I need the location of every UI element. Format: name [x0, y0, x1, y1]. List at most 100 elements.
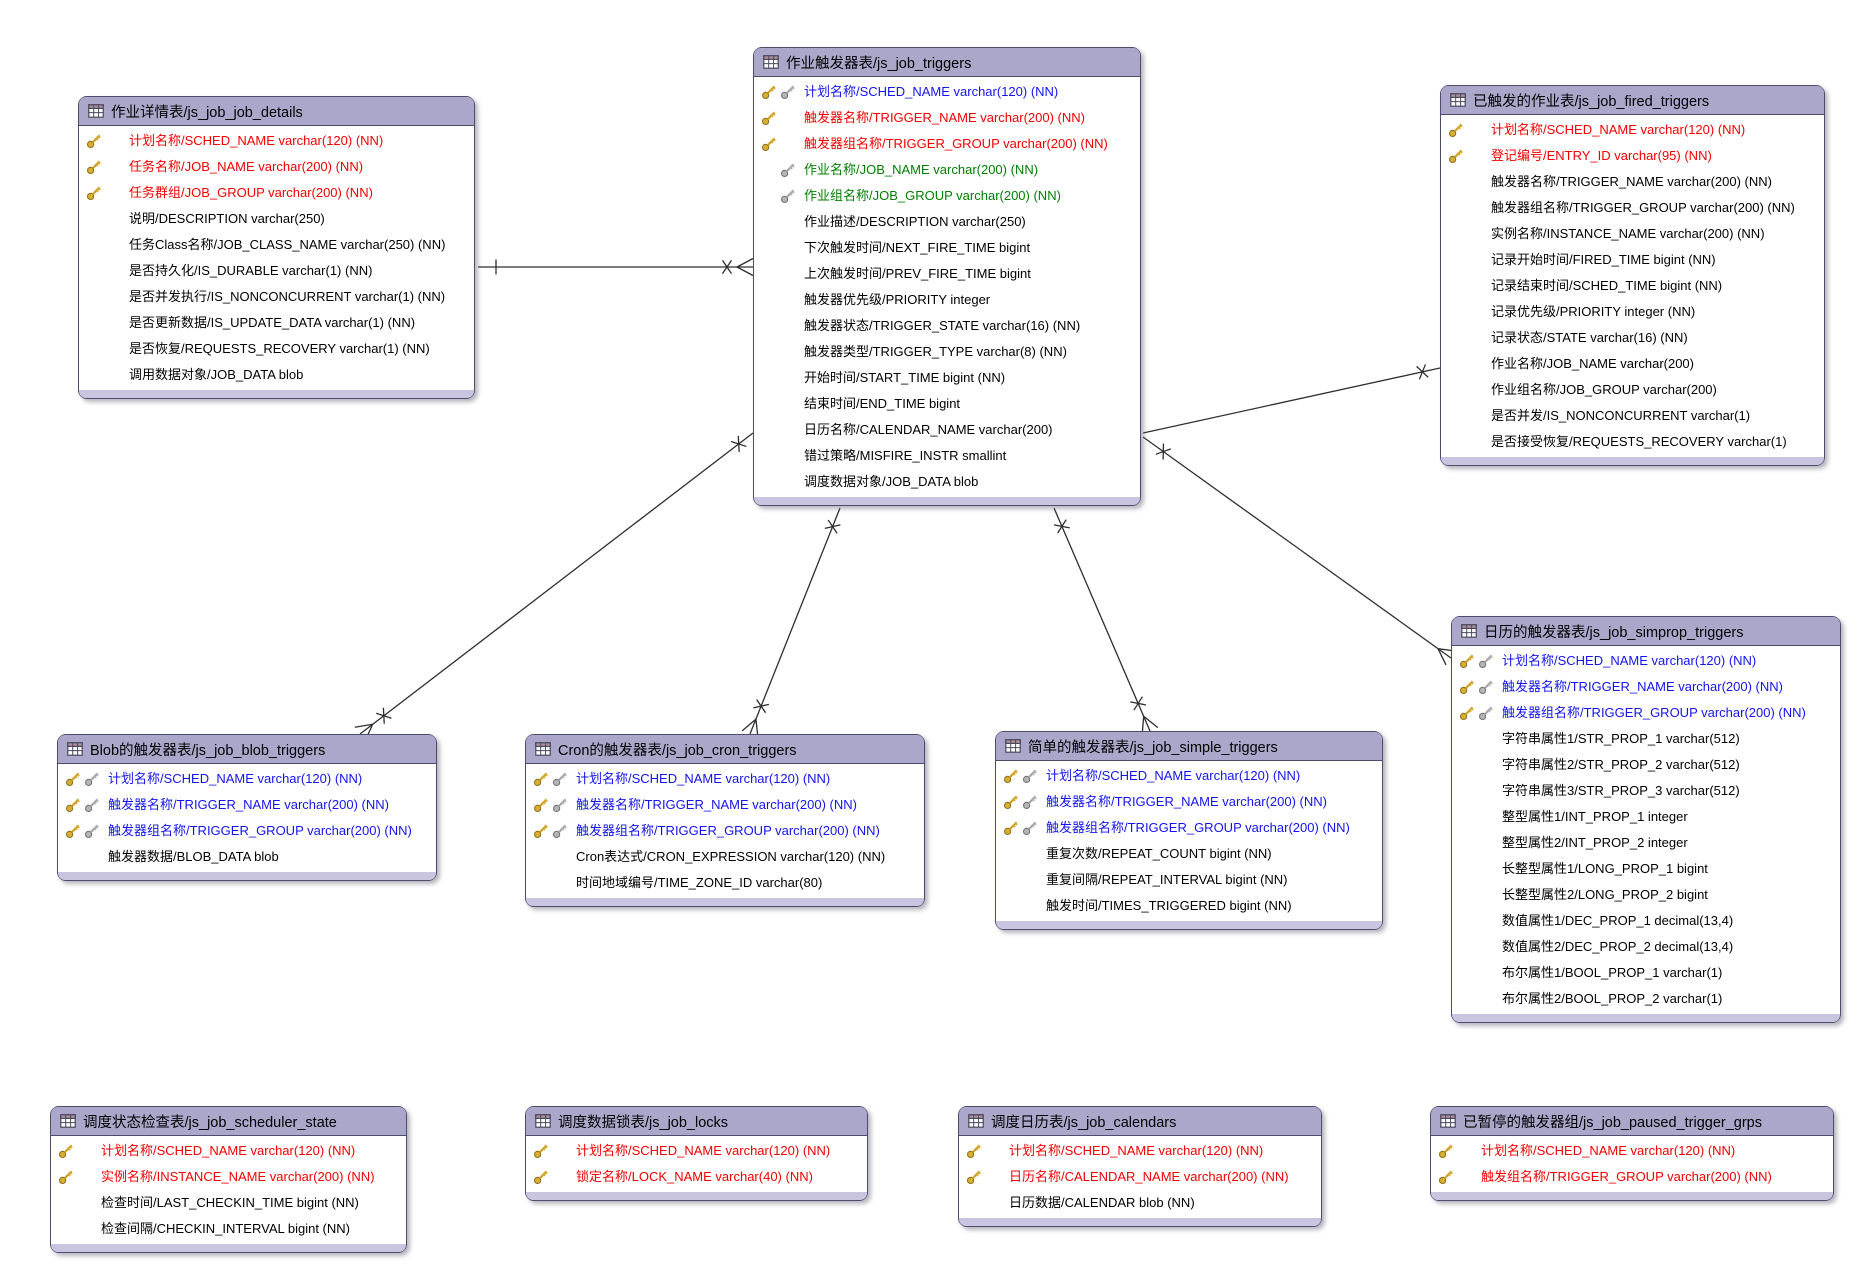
- table-field[interactable]: 调用数据对象/JOB_DATA blob: [79, 362, 474, 388]
- table-field[interactable]: 作业描述/DESCRIPTION varchar(250): [754, 209, 1140, 235]
- table-field[interactable]: 触发器名称/TRIGGER_NAME varchar(200) (NN): [526, 792, 924, 818]
- table-field[interactable]: 上次触发时间/PREV_FIRE_TIME bigint: [754, 261, 1140, 287]
- table-field[interactable]: 重复间隔/REPEAT_INTERVAL bigint (NN): [996, 867, 1382, 893]
- table-field[interactable]: 触发器名称/TRIGGER_NAME varchar(200) (NN): [58, 792, 436, 818]
- table-field[interactable]: 是否并发执行/IS_NONCONCURRENT varchar(1) (NN): [79, 284, 474, 310]
- table-field[interactable]: 开始时间/START_TIME bigint (NN): [754, 365, 1140, 391]
- table-field[interactable]: 记录开始时间/FIRED_TIME bigint (NN): [1441, 247, 1824, 273]
- table-field[interactable]: 作业名称/JOB_NAME varchar(200) (NN): [754, 157, 1140, 183]
- table-field[interactable]: 实例名称/INSTANCE_NAME varchar(200) (NN): [1441, 221, 1824, 247]
- table-field[interactable]: 触发器组名称/TRIGGER_GROUP varchar(200) (NN): [754, 131, 1140, 157]
- table-header-locks[interactable]: 调度数据锁表/js_job_locks: [526, 1107, 867, 1136]
- table-field[interactable]: 记录状态/STATE varchar(16) (NN): [1441, 325, 1824, 351]
- table-field[interactable]: 检查时间/LAST_CHECKIN_TIME bigint (NN): [51, 1190, 406, 1216]
- table-field[interactable]: 记录优先级/PRIORITY integer (NN): [1441, 299, 1824, 325]
- table-field[interactable]: 检查间隔/CHECKIN_INTERVAL bigint (NN): [51, 1216, 406, 1242]
- table-field[interactable]: 实例名称/INSTANCE_NAME varchar(200) (NN): [51, 1164, 406, 1190]
- table-header-triggers[interactable]: 作业触发器表/js_job_triggers: [754, 48, 1140, 77]
- table-field[interactable]: 调度数据对象/JOB_DATA blob: [754, 469, 1140, 495]
- table-field[interactable]: 计划名称/SCHED_NAME varchar(120) (NN): [1452, 648, 1840, 674]
- table-field[interactable]: 说明/DESCRIPTION varchar(250): [79, 206, 474, 232]
- table-field[interactable]: 触发器组名称/TRIGGER_GROUP varchar(200) (NN): [58, 818, 436, 844]
- table-field[interactable]: 触发器优先级/PRIORITY integer: [754, 287, 1140, 313]
- table-field[interactable]: 整型属性2/INT_PROP_2 integer: [1452, 830, 1840, 856]
- table-header-fired-triggers[interactable]: 已触发的作业表/js_job_fired_triggers: [1441, 86, 1824, 115]
- table-field[interactable]: 触发器组名称/TRIGGER_GROUP varchar(200) (NN): [1441, 195, 1824, 221]
- table-field[interactable]: 任务群组/JOB_GROUP varchar(200) (NN): [79, 180, 474, 206]
- table-header-calendars[interactable]: 调度日历表/js_job_calendars: [959, 1107, 1321, 1136]
- table-field[interactable]: 计划名称/SCHED_NAME varchar(120) (NN): [1441, 117, 1824, 143]
- table-field[interactable]: 触发器组名称/TRIGGER_GROUP varchar(200) (NN): [1452, 700, 1840, 726]
- table-header-paused-trigger-grps[interactable]: 已暂停的触发器组/js_job_paused_trigger_grps: [1431, 1107, 1833, 1136]
- table-field[interactable]: 计划名称/SCHED_NAME varchar(120) (NN): [1431, 1138, 1833, 1164]
- table-field[interactable]: 触发器名称/TRIGGER_NAME varchar(200) (NN): [754, 105, 1140, 131]
- table-field[interactable]: 是否接受恢复/REQUESTS_RECOVERY varchar(1): [1441, 429, 1824, 455]
- table-field[interactable]: 触发器名称/TRIGGER_NAME varchar(200) (NN): [1452, 674, 1840, 700]
- table-header-simple-triggers[interactable]: 简单的触发器表/js_job_simple_triggers: [996, 732, 1382, 761]
- table-field[interactable]: 记录结束时间/SCHED_TIME bigint (NN): [1441, 273, 1824, 299]
- table-field[interactable]: 登记编号/ENTRY_ID varchar(95) (NN): [1441, 143, 1824, 169]
- table-field[interactable]: 结束时间/END_TIME bigint: [754, 391, 1140, 417]
- table-field[interactable]: 日历数据/CALENDAR blob (NN): [959, 1190, 1321, 1216]
- table-field[interactable]: 锁定名称/LOCK_NAME varchar(40) (NN): [526, 1164, 867, 1190]
- table-field[interactable]: 任务Class名称/JOB_CLASS_NAME varchar(250) (N…: [79, 232, 474, 258]
- table-field[interactable]: 字符串属性1/STR_PROP_1 varchar(512): [1452, 726, 1840, 752]
- table-field[interactable]: 计划名称/SCHED_NAME varchar(120) (NN): [51, 1138, 406, 1164]
- table-header-blob-triggers[interactable]: Blob的触发器表/js_job_blob_triggers: [58, 735, 436, 764]
- table-field[interactable]: 触发组名称/TRIGGER_GROUP varchar(200) (NN): [1431, 1164, 1833, 1190]
- table-field[interactable]: 重复次数/REPEAT_COUNT bigint (NN): [996, 841, 1382, 867]
- table-field[interactable]: 错过策略/MISFIRE_INSTR smallint: [754, 443, 1140, 469]
- table-field[interactable]: 长整型属性1/LONG_PROP_1 bigint: [1452, 856, 1840, 882]
- table-field[interactable]: 时间地域编号/TIME_ZONE_ID varchar(80): [526, 870, 924, 896]
- table-field[interactable]: 触发器组名称/TRIGGER_GROUP varchar(200) (NN): [996, 815, 1382, 841]
- table-field[interactable]: 作业名称/JOB_NAME varchar(200): [1441, 351, 1824, 377]
- table-field[interactable]: 字符串属性2/STR_PROP_2 varchar(512): [1452, 752, 1840, 778]
- table-header-simprop-triggers[interactable]: 日历的触发器表/js_job_simprop_triggers: [1452, 617, 1840, 646]
- table-header-cron-triggers[interactable]: Cron的触发器表/js_job_cron_triggers: [526, 735, 924, 764]
- table-field[interactable]: 是否持久化/IS_DURABLE varchar(1) (NN): [79, 258, 474, 284]
- table-field[interactable]: 布尔属性1/BOOL_PROP_1 varchar(1): [1452, 960, 1840, 986]
- table-field[interactable]: 计划名称/SCHED_NAME varchar(120) (NN): [959, 1138, 1321, 1164]
- table-field[interactable]: 数值属性1/DEC_PROP_1 decimal(13,4): [1452, 908, 1840, 934]
- table-header-scheduler-state[interactable]: 调度状态检查表/js_job_scheduler_state: [51, 1107, 406, 1136]
- table-field[interactable]: 计划名称/SCHED_NAME varchar(120) (NN): [754, 79, 1140, 105]
- table-field[interactable]: 触发器名称/TRIGGER_NAME varchar(200) (NN): [1441, 169, 1824, 195]
- table-field[interactable]: Cron表达式/CRON_EXPRESSION varchar(120) (NN…: [526, 844, 924, 870]
- table-field[interactable]: 计划名称/SCHED_NAME varchar(120) (NN): [526, 766, 924, 792]
- table-field[interactable]: 作业组名称/JOB_GROUP varchar(200): [1441, 377, 1824, 403]
- table-field[interactable]: 数值属性2/DEC_PROP_2 decimal(13,4): [1452, 934, 1840, 960]
- table-field[interactable]: 布尔属性2/BOOL_PROP_2 varchar(1): [1452, 986, 1840, 1012]
- table-field[interactable]: 作业组名称/JOB_GROUP varchar(200) (NN): [754, 183, 1140, 209]
- table-field[interactable]: 是否更新数据/IS_UPDATE_DATA varchar(1) (NN): [79, 310, 474, 336]
- table-field[interactable]: 计划名称/SCHED_NAME varchar(120) (NN): [996, 763, 1382, 789]
- table-field[interactable]: 计划名称/SCHED_NAME varchar(120) (NN): [58, 766, 436, 792]
- table-field[interactable]: 触发器组名称/TRIGGER_GROUP varchar(200) (NN): [526, 818, 924, 844]
- table-field[interactable]: 触发器名称/TRIGGER_NAME varchar(200) (NN): [996, 789, 1382, 815]
- table-field[interactable]: 触发器状态/TRIGGER_STATE varchar(16) (NN): [754, 313, 1140, 339]
- table-field[interactable]: 长整型属性2/LONG_PROP_2 bigint: [1452, 882, 1840, 908]
- table-field[interactable]: 触发时间/TIMES_TRIGGERED bigint (NN): [996, 893, 1382, 919]
- table-field[interactable]: 日历名称/CALENDAR_NAME varchar(200): [754, 417, 1140, 443]
- table-field[interactable]: 字符串属性3/STR_PROP_3 varchar(512): [1452, 778, 1840, 804]
- table-field[interactable]: 触发器类型/TRIGGER_TYPE varchar(8) (NN): [754, 339, 1140, 365]
- table-field[interactable]: 计划名称/SCHED_NAME varchar(120) (NN): [79, 128, 474, 154]
- table-field[interactable]: 计划名称/SCHED_NAME varchar(120) (NN): [526, 1138, 867, 1164]
- table-field[interactable]: 任务名称/JOB_NAME varchar(200) (NN): [79, 154, 474, 180]
- table-field[interactable]: 日历名称/CALENDAR_NAME varchar(200) (NN): [959, 1164, 1321, 1190]
- table-field[interactable]: 是否恢复/REQUESTS_RECOVERY varchar(1) (NN): [79, 336, 474, 362]
- table-field[interactable]: 下次触发时间/NEXT_FIRE_TIME bigint: [754, 235, 1140, 261]
- table-field[interactable]: 是否并发/IS_NONCONCURRENT varchar(1): [1441, 403, 1824, 429]
- table-header-job-details[interactable]: 作业详情表/js_job_job_details: [79, 97, 474, 126]
- table-field[interactable]: 整型属性1/INT_PROP_1 integer: [1452, 804, 1840, 830]
